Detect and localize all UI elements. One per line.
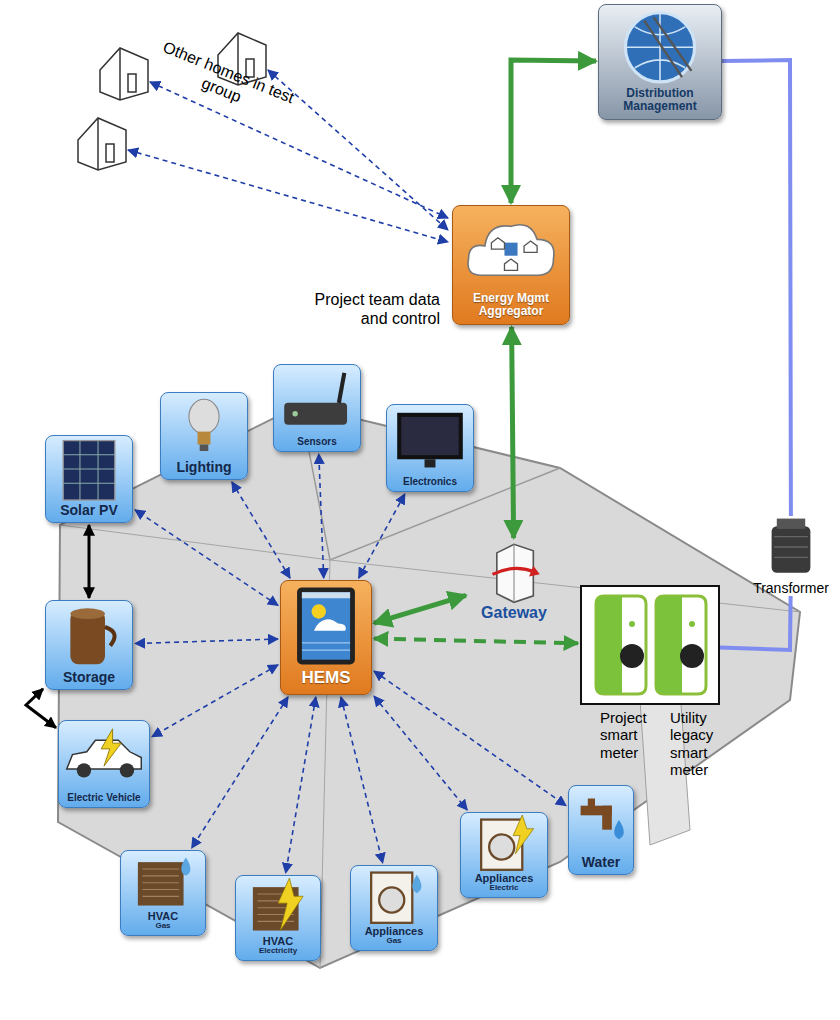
device-tile: Water xyxy=(568,785,634,875)
meter-box: Project smart meterUtility legacy smart … xyxy=(580,585,720,705)
hems-box: HEMS xyxy=(280,580,372,695)
link-arrow xyxy=(286,697,316,873)
node-label: Electric Vehicle xyxy=(67,792,140,803)
device-tile: Solar PV xyxy=(45,435,133,523)
device-icon xyxy=(123,853,203,910)
house-outline xyxy=(58,405,800,968)
link-arrow xyxy=(341,697,383,863)
link-arrow xyxy=(359,494,405,578)
device-icon xyxy=(602,8,718,87)
device-icon xyxy=(48,438,130,503)
device-icon xyxy=(48,603,130,670)
link-arrow xyxy=(374,671,566,805)
node-label: HVAC xyxy=(148,910,178,922)
device-icon xyxy=(163,395,245,460)
link-arrow xyxy=(152,665,278,737)
aggregator-box: Energy Mgmt Aggregator xyxy=(452,205,570,325)
node-label: Storage xyxy=(63,670,115,685)
management-box: Distribution Management xyxy=(598,4,722,120)
device-tile: Sensors xyxy=(273,364,361,452)
device-tile: Storage xyxy=(45,600,133,690)
device-tile: AppliancesElectric xyxy=(460,812,548,898)
device-icon xyxy=(468,540,560,604)
device-icon xyxy=(582,587,718,703)
note-label: Project team data and control xyxy=(300,290,440,328)
device-icon xyxy=(463,815,545,872)
device-icon xyxy=(571,788,631,855)
node-label: Appliances xyxy=(475,872,534,884)
node-label: Electronics xyxy=(403,476,457,487)
node-label: Energy Mgmt Aggregator xyxy=(456,292,566,318)
link-arrow xyxy=(135,639,278,644)
link-arrow xyxy=(192,697,288,848)
device-icon xyxy=(353,868,435,925)
node-label: Appliances xyxy=(365,925,424,937)
link-arrow xyxy=(511,60,596,203)
meter-label: Utility legacy smart meter xyxy=(670,709,738,778)
device-icon xyxy=(456,210,566,292)
device-icon xyxy=(61,723,147,792)
node-label: HEMS xyxy=(301,669,350,688)
link-arrow xyxy=(26,689,56,728)
node-label: Gas xyxy=(386,937,401,946)
device-icon xyxy=(389,407,471,476)
link-arrow xyxy=(512,327,514,538)
node-label: HVAC xyxy=(263,935,293,947)
node-label: Gateway xyxy=(481,604,547,622)
device-icon xyxy=(276,367,358,436)
power-line xyxy=(720,596,791,650)
gateway-device: Gateway xyxy=(468,540,560,622)
node-label: Transformer xyxy=(753,581,829,596)
device-tile: Electronics xyxy=(386,404,474,492)
link-arrow xyxy=(374,696,467,810)
device-tile: HVACElectricity xyxy=(235,875,321,961)
meter-label: Project smart meter xyxy=(600,709,668,761)
link-arrow xyxy=(88,525,91,598)
node-label: Solar PV xyxy=(60,503,118,518)
link-arrow xyxy=(374,639,578,644)
device-icon xyxy=(238,878,318,935)
link-arrow xyxy=(374,595,466,623)
power-line xyxy=(722,60,791,516)
node-label: Gas xyxy=(155,922,170,931)
node-label: Sensors xyxy=(297,436,336,447)
node-label: Lighting xyxy=(176,460,231,475)
node-label: Water xyxy=(582,855,620,870)
node-label: Electric xyxy=(490,884,519,893)
device-tile: HVACGas xyxy=(120,850,206,936)
device-tile: AppliancesGas xyxy=(350,865,438,951)
node-label: Distribution Management xyxy=(602,87,718,113)
link-arrow xyxy=(232,482,290,578)
transformer-device: Transformer xyxy=(748,516,834,596)
device-tile: Electric Vehicle xyxy=(58,720,150,808)
device-tile: Lighting xyxy=(160,392,248,480)
node-label: Electricity xyxy=(259,947,297,956)
link-arrow xyxy=(319,454,324,578)
device-icon xyxy=(748,516,834,581)
device-icon xyxy=(284,585,368,669)
